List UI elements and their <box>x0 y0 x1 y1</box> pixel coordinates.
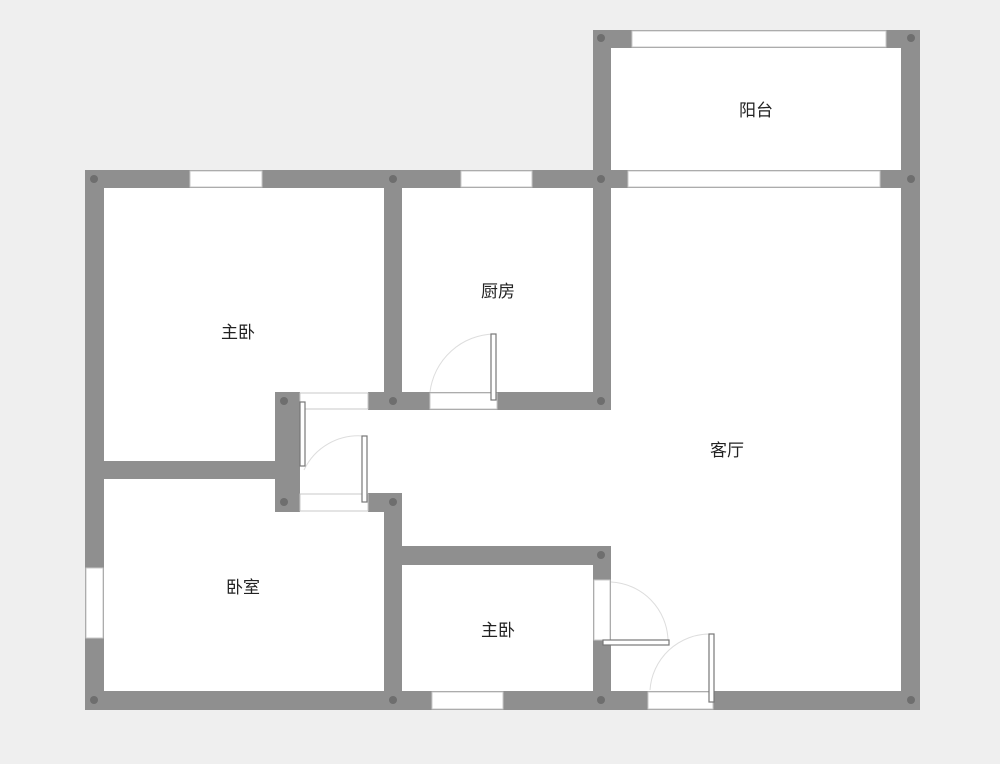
balcony-floor <box>611 48 901 170</box>
entrance-door <box>708 633 715 703</box>
kitchen-door <box>490 333 497 401</box>
balcony-opening <box>627 170 881 188</box>
master-bedroom-door <box>299 401 306 467</box>
wall-posts <box>90 34 915 704</box>
windows <box>85 30 887 710</box>
bedroom-window <box>85 567 104 639</box>
balcony-window <box>631 30 887 48</box>
master-bedroom-2-door-opening <box>593 579 611 641</box>
room-label-kitchen: 厨房 <box>481 282 515 302</box>
kitchen-window <box>460 170 533 188</box>
hall-opening-bottom <box>299 493 369 512</box>
doors <box>299 333 715 703</box>
room-label-bedroom: 卧室 <box>226 578 260 598</box>
master-bedroom-2-door <box>602 639 670 646</box>
floor-area <box>104 188 904 691</box>
room-label-balcony: 阳台 <box>739 101 773 121</box>
master-bedroom-window <box>189 170 263 188</box>
kitchen-door-opening <box>429 392 498 410</box>
master-bedroom-2-window <box>431 691 504 710</box>
room-label-master-bedroom-1: 主卧 <box>221 323 255 343</box>
room-label-living-room: 客厅 <box>710 441 744 461</box>
hall-opening-top <box>299 392 369 410</box>
room-label-master-bedroom-2: 主卧 <box>481 621 515 641</box>
entrance-opening <box>647 691 714 710</box>
bedroom-door <box>361 435 368 503</box>
